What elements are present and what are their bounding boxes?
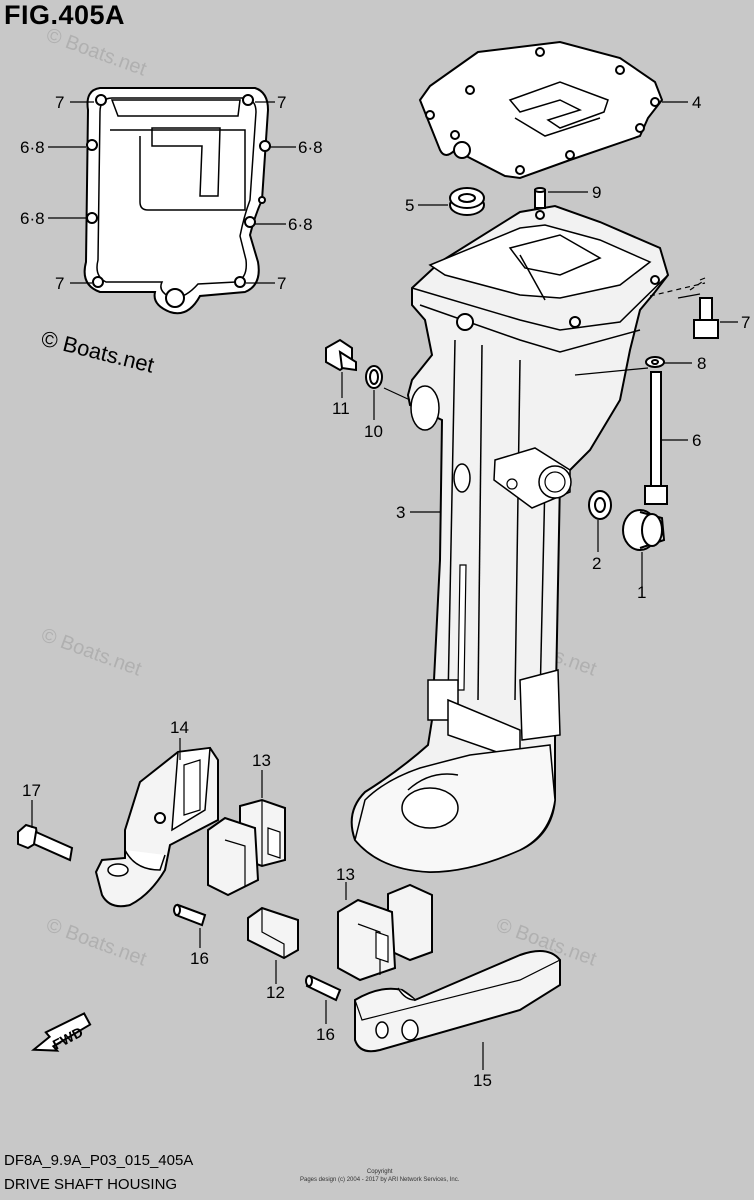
gasket-upper <box>418 40 664 180</box>
gasket-lower <box>83 87 271 315</box>
callout-7e: 7 <box>741 313 750 332</box>
callout-13a: 13 <box>252 751 271 770</box>
callout-7b: 7 <box>277 93 286 112</box>
copyright-line-2: Pages design (c) 2004 - 2017 by ARI Netw… <box>300 1177 460 1183</box>
callout-4: 4 <box>692 93 701 112</box>
leader-lines <box>48 101 738 588</box>
callout-6-8d: 6·8 <box>288 215 313 234</box>
callout-12: 12 <box>266 983 285 1002</box>
drain-washer <box>588 490 612 520</box>
dowel-pin <box>534 187 546 209</box>
clamp-bolt <box>17 823 74 862</box>
plug-bolt <box>325 338 357 372</box>
callout-7d: 7 <box>277 274 286 293</box>
watermark-main: © Boats.net <box>39 326 157 378</box>
copyright-notice: Copyright Pages design (c) 2004 - 2017 b… <box>300 1168 459 1184</box>
diagram-code: DF8A_9.9A_P03_015_405A <box>4 1152 194 1169</box>
callout-7c: 7 <box>55 274 64 293</box>
watermark-faint: © Boats.net <box>38 624 144 681</box>
callout-13b: 13 <box>336 865 355 884</box>
callout-6-8c: 6·8 <box>20 209 45 228</box>
watermark-faint: © Boats.net <box>43 24 149 81</box>
callout-5: 5 <box>405 196 414 215</box>
callout-17: 17 <box>22 781 41 800</box>
callout-16b: 16 <box>316 1025 335 1044</box>
callout-11: 11 <box>332 399 350 418</box>
washer <box>645 356 665 368</box>
gasket-ring <box>365 365 383 389</box>
diagram-name: DRIVE SHAFT HOUSING <box>4 1176 178 1193</box>
pin-lower <box>305 974 342 1002</box>
callout-2: 2 <box>592 554 601 573</box>
copyright-line-1: Copyright <box>366 1169 393 1175</box>
callout-10: 10 <box>364 422 383 441</box>
drain-plug <box>622 509 666 551</box>
callout-3: 3 <box>396 503 405 522</box>
watermark-faint: © Boats.net <box>43 914 149 971</box>
callout-8: 8 <box>697 354 706 373</box>
mount-rubber-upper <box>207 798 286 897</box>
callout-9: 9 <box>592 183 601 202</box>
dashed-guides <box>649 279 706 297</box>
forward-arrow: FWD <box>30 1012 92 1053</box>
oil-seal <box>449 187 485 216</box>
callout-15: 15 <box>473 1071 492 1090</box>
mount-rubber-lower <box>337 883 433 982</box>
callout-numbers: 7 7 6·8 6·8 6·8 6·8 7 7 4 5 9 7 8 6 11 1… <box>20 93 750 1090</box>
figure-title: FIG.405A <box>4 0 126 30</box>
callout-6: 6 <box>692 431 701 450</box>
callout-1: 1 <box>637 583 646 602</box>
callout-16a: 16 <box>190 949 209 968</box>
callout-6-8b: 6·8 <box>298 138 323 157</box>
clamp-left <box>94 746 219 908</box>
callout-14: 14 <box>170 718 189 737</box>
leader-lines-lower <box>31 738 484 1070</box>
callout-7a: 7 <box>55 93 64 112</box>
bolt-long <box>644 371 668 505</box>
clamp-lower <box>354 950 561 1053</box>
mount-rubber-small <box>247 906 299 960</box>
bolt-small <box>693 297 719 339</box>
callout-6-8a: 6·8 <box>20 138 45 157</box>
drive-shaft-housing <box>350 204 670 874</box>
pin-upper <box>173 903 207 927</box>
